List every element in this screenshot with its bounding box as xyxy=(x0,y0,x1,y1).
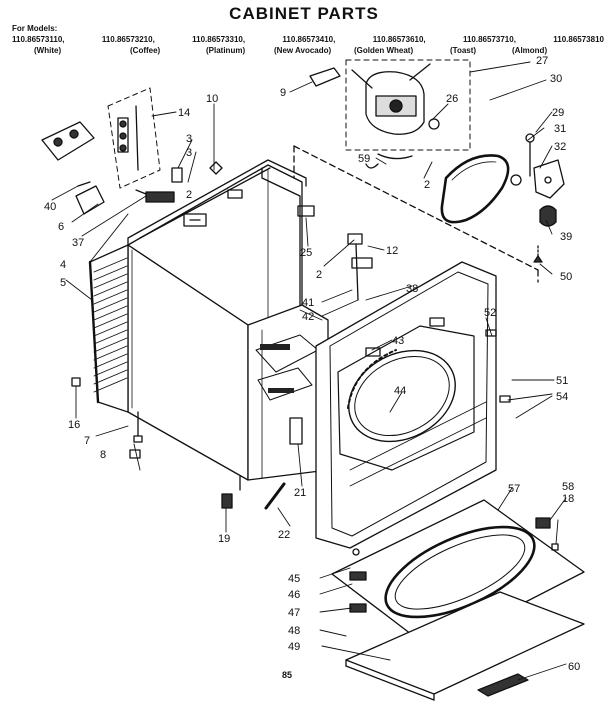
callout-label: 14 xyxy=(178,107,190,119)
left-side-panel xyxy=(88,244,129,413)
callout-label: 18 xyxy=(562,493,574,505)
model-color: (White) xyxy=(34,46,62,55)
callout-label: 19 xyxy=(218,533,230,545)
for-models-label: For Models: xyxy=(12,24,58,33)
model-color: (New Avocado) xyxy=(274,46,332,55)
callout-label: 21 xyxy=(294,487,306,499)
callout-label: 32 xyxy=(554,141,566,153)
callout-label: 44 xyxy=(394,385,406,397)
callout-label: 4 xyxy=(60,259,66,271)
callout-label: 59 xyxy=(358,153,370,165)
model-color: (Toast) xyxy=(450,46,477,55)
callout-label: 43 xyxy=(392,335,404,347)
callout-label: 8 xyxy=(100,449,106,461)
callout-label: 12 xyxy=(386,245,398,257)
callout-label: 40 xyxy=(44,201,56,213)
callout-label: 10 xyxy=(206,93,218,105)
callout-label: 5 xyxy=(60,277,66,289)
page-code: 85 xyxy=(282,670,293,680)
callout-label: 37 xyxy=(72,237,84,249)
right-side-parts xyxy=(510,133,565,263)
callout-label: 39 xyxy=(560,231,572,243)
callout-label: 3 xyxy=(186,133,192,145)
model-number: 110.86573810 xyxy=(553,35,604,44)
page-title: CABINET PARTS xyxy=(229,4,379,23)
callout-label: 9 xyxy=(280,87,286,99)
door-assembly xyxy=(331,499,585,701)
model-color: (Golden Wheat) xyxy=(354,46,414,55)
model-number: 110.86573110, xyxy=(12,35,65,44)
callout-label: 52 xyxy=(484,307,496,319)
callout-label: 57 xyxy=(508,483,520,495)
model-number: 110.86573610, xyxy=(372,35,426,44)
callout-label: 54 xyxy=(556,391,568,403)
control-parts xyxy=(41,87,223,215)
callout-label: 30 xyxy=(550,73,562,85)
model-number: 110.86573310, xyxy=(192,35,246,44)
model-color: (Almond) xyxy=(512,46,548,55)
model-color: (Platinum) xyxy=(206,46,246,55)
callout-label: 6 xyxy=(58,221,64,233)
callout-label: 26 xyxy=(446,93,458,105)
callout-label: 3 xyxy=(186,147,192,159)
drive-belt xyxy=(440,154,510,224)
callout-label: 2 xyxy=(186,189,192,201)
callout-label: 22 xyxy=(278,529,290,541)
callout-label: 46 xyxy=(288,589,300,601)
callout-label: 41 xyxy=(302,297,314,309)
callout-label: 31 xyxy=(554,123,566,135)
leader-lines xyxy=(51,61,567,681)
motor-assembly xyxy=(345,59,471,169)
callout-label: 48 xyxy=(288,625,300,637)
callout-label: 45 xyxy=(288,573,300,585)
callout-label: 16 xyxy=(68,419,80,431)
callout-label: 49 xyxy=(288,641,300,653)
callout-label: 42 xyxy=(302,311,314,323)
callout-label: 7 xyxy=(84,435,90,447)
model-number-list: 110.86573110, 110.86573210, 110.86573310… xyxy=(12,35,604,44)
callout-label: 2 xyxy=(316,269,322,281)
callout-label: 50 xyxy=(560,271,572,283)
callout-label: 60 xyxy=(568,661,580,673)
callout-label: 2 xyxy=(424,179,430,191)
cabinet-body xyxy=(127,159,329,491)
front-panel xyxy=(293,145,539,549)
callout-label: 38 xyxy=(406,283,418,295)
callout-label: 58 xyxy=(562,481,574,493)
model-number: 110.86573210, xyxy=(101,35,155,44)
model-color: (Coffee) xyxy=(130,46,161,55)
callout-label: 47 xyxy=(288,607,300,619)
callout-label: 51 xyxy=(556,375,568,387)
callout-label: 29 xyxy=(552,107,564,119)
misc-parts xyxy=(71,67,445,510)
model-number: 110.86573410, xyxy=(282,35,336,44)
callout-label: 25 xyxy=(300,247,312,259)
model-number: 110.86573710, xyxy=(462,35,516,44)
callout-labels: 2 2 2 3 3 4 5 6 7 8 9 10 12 14 16 18 19 … xyxy=(44,55,580,673)
callout-label: 27 xyxy=(536,55,548,67)
